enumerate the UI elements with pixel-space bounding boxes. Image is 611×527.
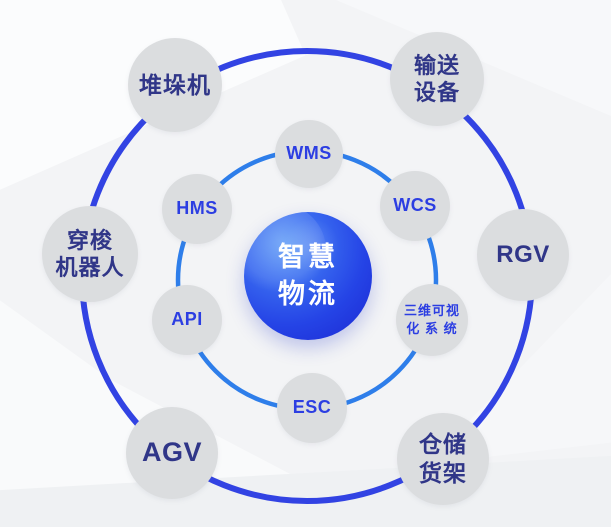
outer-node-rgv: RGV [477, 209, 569, 301]
outer-node-storage-racks-label: 仓储 货架 [419, 431, 467, 486]
inner-node-esc: ESC [277, 373, 347, 443]
inner-node-wms-label: WMS [286, 143, 332, 164]
inner-node-api-label: API [171, 309, 203, 330]
inner-node-wcs-label: WCS [393, 195, 437, 216]
inner-node-3d-visualization-system: 三维可视 化 系 统 [396, 284, 468, 356]
inner-node-wms: WMS [275, 120, 343, 188]
outer-node-agv-label: AGV [141, 437, 202, 468]
inner-node-3d-visualization-system-label: 三维可视 化 系 统 [403, 302, 460, 336]
inner-node-esc-label: ESC [292, 397, 332, 418]
outer-node-conveyor-equipment: 输送 设备 [390, 32, 484, 126]
outer-node-rgv-label: RGV [496, 241, 550, 268]
outer-node-storage-racks: 仓储 货架 [397, 413, 489, 505]
inner-node-hms-label: HMS [176, 198, 218, 219]
outer-node-shuttle-robot: 穿梭 机器人 [42, 206, 138, 302]
center-node-smart-logistics: 智慧 物流 [244, 212, 372, 340]
outer-node-conveyor-equipment-label: 输送 设备 [413, 52, 460, 106]
center-node-label: 智慧 物流 [278, 242, 338, 309]
outer-node-stacker-crane: 堆垛机 [128, 38, 222, 132]
inner-node-api: API [152, 285, 222, 355]
outer-node-shuttle-robot-label: 穿梭 机器人 [55, 227, 125, 281]
outer-node-agv: AGV [126, 407, 218, 499]
inner-node-hms: HMS [162, 174, 232, 244]
outer-node-stacker-crane-label: 堆垛机 [139, 71, 211, 98]
inner-node-wcs: WCS [380, 171, 450, 241]
